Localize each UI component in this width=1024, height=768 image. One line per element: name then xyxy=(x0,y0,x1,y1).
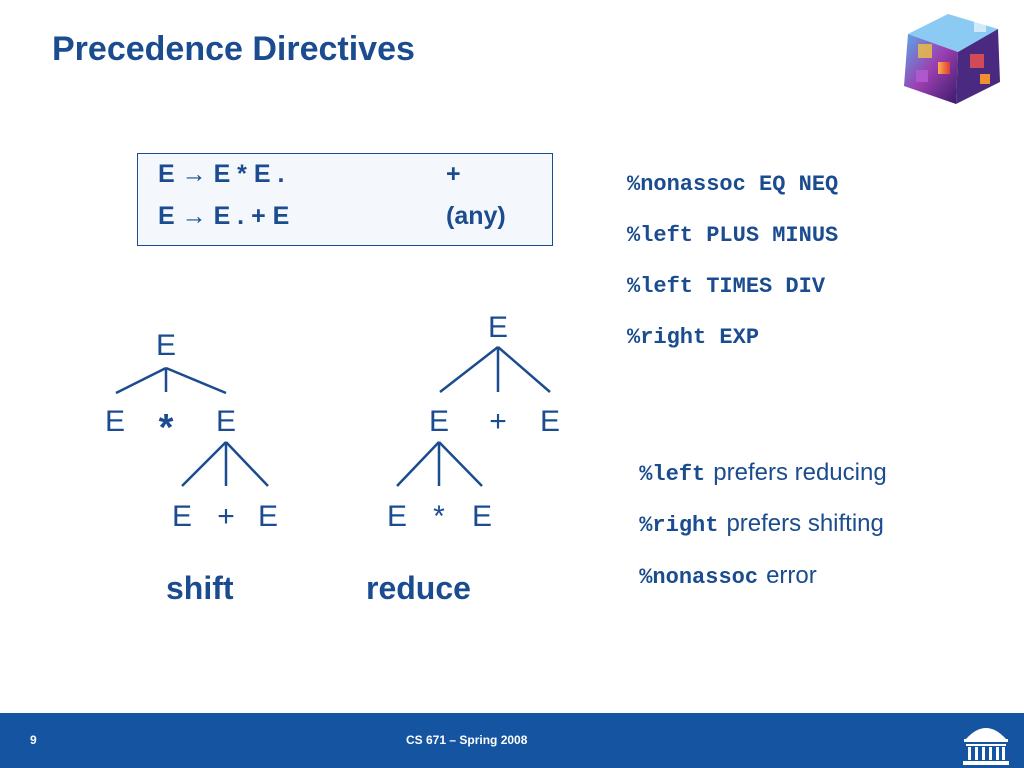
footer-bar: 9 CS 671 – Spring 2008 xyxy=(0,713,1024,768)
cube-logo-icon xyxy=(904,14,1000,104)
reduce-op: + xyxy=(489,405,507,438)
parse-trees: E E * E E + E E E + E E * E xyxy=(105,311,560,533)
reduce-root: E xyxy=(488,311,508,344)
note-nonassoc-keyword: %nonassoc xyxy=(639,565,759,590)
rule-2-production: E → E . + E xyxy=(158,202,290,230)
shift-sub-op: + xyxy=(217,500,235,533)
directive-right-exp: %right EXP xyxy=(627,325,760,350)
shift-tree xyxy=(115,366,269,487)
directive-left-times: %left TIMES DIV xyxy=(627,274,826,299)
slide-title: Precedence Directives xyxy=(52,30,415,68)
note-right: %right prefers shifting xyxy=(627,484,884,538)
reduce-left: E xyxy=(429,405,449,438)
shift-right: E xyxy=(216,405,236,438)
grammar-rules-box: E → E * E . + E → E . + E (any) xyxy=(137,153,553,246)
shift-sub-left: E xyxy=(172,500,192,533)
note-nonassoc-description: error xyxy=(766,562,817,589)
note-left-keyword: %left xyxy=(639,462,706,487)
note-right-description: prefers shifting xyxy=(726,510,884,537)
note-left-description: prefers reducing xyxy=(713,459,887,486)
shift-caption: shift xyxy=(166,570,234,606)
note-left: %left prefers reducing xyxy=(627,433,887,487)
page-number: 9 xyxy=(30,733,37,747)
directive-nonassoc: %nonassoc EQ NEQ xyxy=(627,172,839,197)
note-right-keyword: %right xyxy=(639,513,719,538)
rule-2-lookahead: (any) xyxy=(446,202,506,230)
reduce-tree xyxy=(396,346,551,487)
reduce-caption: reduce xyxy=(366,570,471,606)
shift-root: E xyxy=(156,329,176,362)
rotunda-logo-icon xyxy=(963,728,1009,765)
reduce-sub-right: E xyxy=(472,500,492,533)
rule-1-lookahead: + xyxy=(446,160,461,188)
shift-sub-right: E xyxy=(258,500,278,533)
reduce-right: E xyxy=(540,405,560,438)
directive-left-plus: %left PLUS MINUS xyxy=(627,223,839,248)
note-nonassoc: %nonassoc error xyxy=(627,536,817,590)
shift-left: E xyxy=(105,405,125,438)
rule-1-production: E → E * E . xyxy=(158,160,285,188)
reduce-sub-op: * xyxy=(433,500,445,533)
course-label: CS 671 – Spring 2008 xyxy=(406,733,528,747)
reduce-sub-left: E xyxy=(387,500,407,533)
shift-op: * xyxy=(159,407,174,449)
